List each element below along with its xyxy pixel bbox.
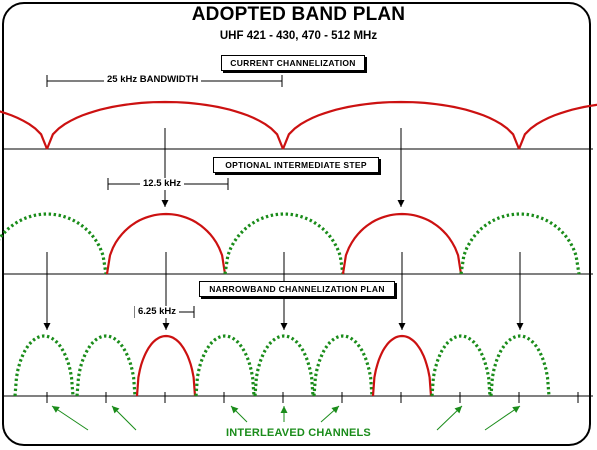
narrowband-channel-curve-3 (135, 334, 197, 397)
narrowband-channel-curve-7 (371, 334, 433, 397)
arrow-p1-to-p2-right-head (397, 200, 405, 207)
interleaved-arrow-5-head (331, 406, 339, 414)
arrow-p2-to-p3-3-head (280, 323, 288, 330)
page-title: ADOPTED BAND PLAN (191, 4, 406, 25)
current-channel-curve-4 (517, 103, 597, 150)
interleaved-channels-label: INTERLEAVED CHANNELS (0, 427, 597, 439)
intermediate-channel-curve-1 (0, 212, 108, 275)
interleaved-channels-text: INTERLEAVED CHANNELS (222, 427, 375, 439)
interleaved-arrow-6-head (454, 406, 462, 414)
intermediate-channel-curve-3 (223, 212, 345, 275)
current-channel-curve-2 (45, 100, 285, 150)
narrowband-channel-curve-2 (75, 334, 137, 397)
narrowband-channel-curve-6 (312, 334, 374, 397)
arrow-p2-to-p3-1-head (43, 323, 51, 330)
interleaved-arrow-4-head (280, 406, 288, 413)
arrow-p1-to-p2-left-head (161, 200, 169, 207)
bandwidth-6-25khz-label: 6.25 kHz (135, 306, 180, 318)
intermediate-step-label: OPTIONAL INTERMEDIATE STEP (213, 157, 379, 173)
intermediate-channel-curve-2 (105, 212, 227, 275)
bandwidth-25khz-label: 25 kHz BANDWIDTH (104, 74, 202, 86)
narrowband-plan-label: NARROWBAND CHANNELIZATION PLAN (199, 281, 395, 297)
narrowband-channel-curve-4 (194, 334, 256, 397)
current-channel-curve-1 (0, 110, 49, 150)
interleaved-arrow-1-shaft (51, 405, 89, 431)
intermediate-channel-curve-4 (341, 212, 463, 275)
current-channel-curve-3 (281, 100, 521, 150)
arrow-p2-to-p3-5-head (516, 323, 524, 330)
narrowband-channel-curve-1 (13, 334, 75, 397)
bandwidth-12-5khz-label: 12.5 kHz (140, 178, 185, 190)
interleaved-arrow-2-head (112, 406, 120, 414)
narrowband-channel-curve-9 (489, 334, 551, 397)
page-subtitle: UHF 421 - 430, 470 - 512 MHz (219, 30, 378, 42)
arrow-p2-to-p3-4-head (398, 323, 406, 330)
interleaved-arrow-3-head (231, 406, 239, 414)
narrowband-channel-curve-8 (430, 334, 492, 397)
current-channelization-label: CURRENT CHANNELIZATION (221, 55, 365, 71)
interleaved-arrow-1-head (52, 406, 60, 413)
interleaved-arrow-7-head (512, 406, 520, 413)
narrowband-channel-curve-5 (253, 334, 315, 397)
intermediate-channel-curve-5 (459, 212, 581, 275)
interleaved-arrow-7-shaft (484, 405, 521, 431)
arrow-p2-to-p3-2-head (162, 323, 170, 330)
diagram-frame (2, 2, 591, 446)
